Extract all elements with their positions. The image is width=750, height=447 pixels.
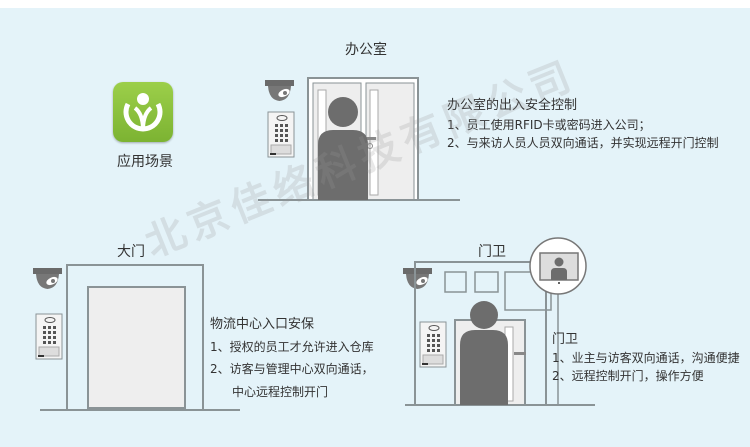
scene-logo-icon — [123, 93, 163, 132]
office-title: 办公室 — [345, 42, 387, 58]
guard-desc-title: 门卫 — [552, 332, 579, 347]
camera-icon — [33, 268, 62, 289]
guard-scene — [403, 237, 595, 406]
gate-desc-line: 2、访客与管理中心双向通话， — [210, 362, 374, 376]
office-desc-line: 1、员工使用RFID卡或密码进入公司； — [447, 118, 651, 132]
office-scene — [258, 77, 460, 201]
camera-icon — [403, 268, 432, 289]
door-keypad-icon — [267, 111, 295, 158]
person-icon — [318, 97, 368, 200]
guard-title: 门卫 — [478, 244, 506, 260]
office-desc-title: 办公室的出入安全控制 — [447, 98, 578, 113]
gate-desc-line: 1、授权的员工才允许进入仓库 — [210, 340, 374, 354]
guard-desc-line: 2、远程控制开门，操作方便 — [552, 369, 704, 383]
gate-desc-line: 中心远程控制开门 — [232, 385, 329, 399]
guard-desc-line: 1、业主与访客双向通话，沟通便捷 — [552, 351, 740, 365]
gate-desc-title: 物流中心入口安保 — [210, 317, 315, 332]
person-icon — [460, 301, 508, 405]
video-monitor-icon — [529, 237, 587, 295]
gate-scene — [33, 264, 240, 411]
camera-icon — [265, 80, 294, 101]
app-icon-label: 应用场景 — [117, 154, 173, 170]
office-desc-line: 2、与来访人员人员双向通话，并实现远程开门控制 — [447, 136, 719, 150]
gate-title: 大门 — [117, 244, 145, 260]
door-keypad-icon — [35, 313, 63, 360]
door-keypad-icon — [419, 321, 447, 368]
app-icon — [113, 82, 173, 142]
